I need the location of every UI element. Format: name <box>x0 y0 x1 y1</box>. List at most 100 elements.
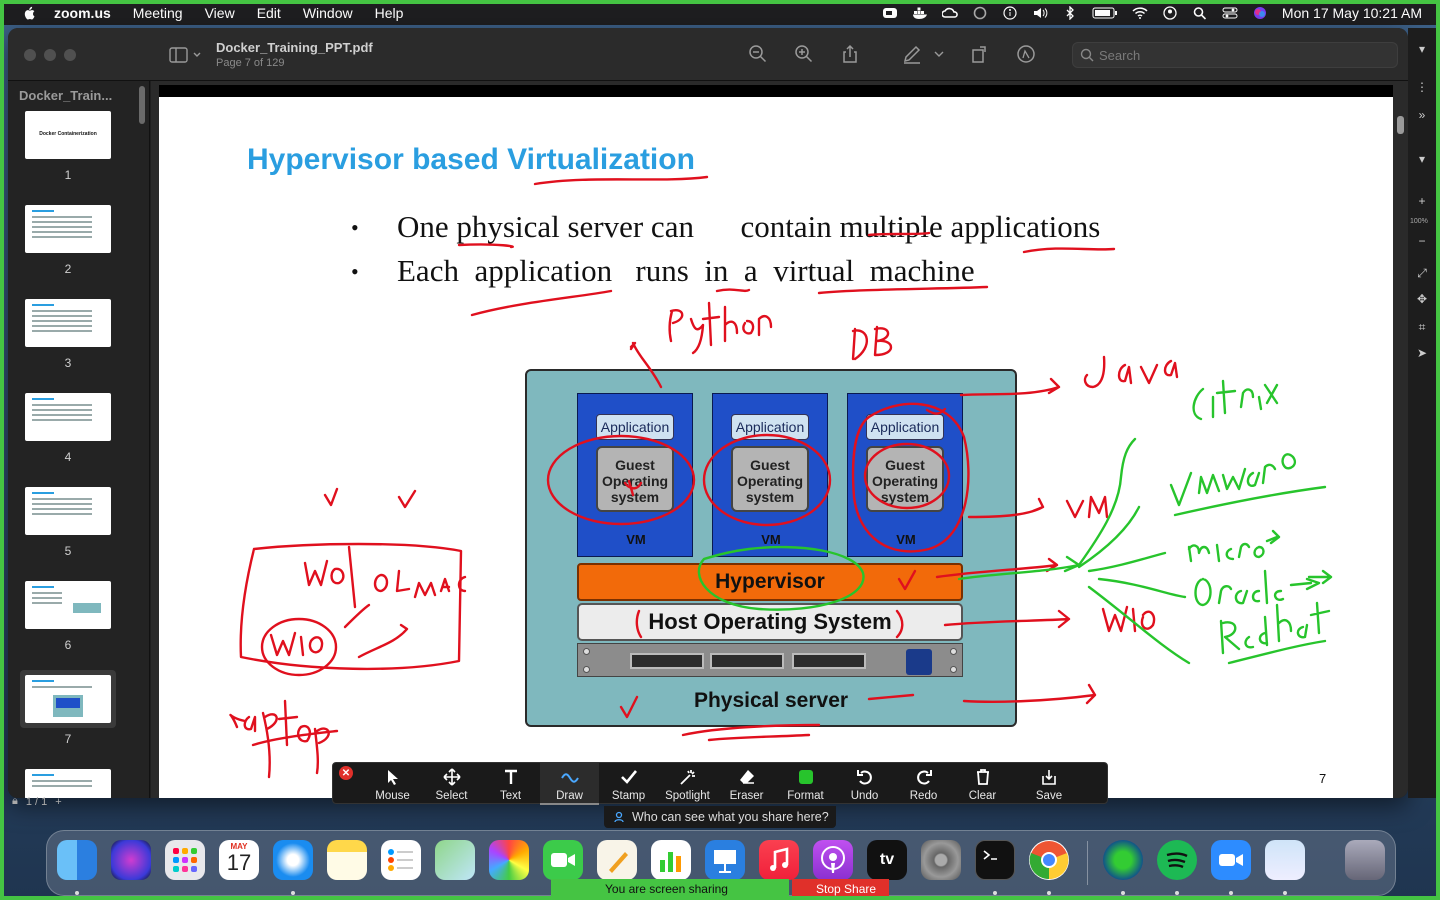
wifi-icon[interactable] <box>1132 6 1148 20</box>
add-page-icon[interactable]: + <box>55 795 62 808</box>
minimize-window-button[interactable] <box>44 49 56 61</box>
markup-pen-icon[interactable] <box>902 44 922 64</box>
menubar-clock[interactable]: Mon 17 May 10:21 AM <box>1281 4 1422 21</box>
menu-window[interactable]: Window <box>302 4 353 21</box>
thumbnail-number: 2 <box>64 262 72 276</box>
facetime-icon[interactable] <box>543 840 583 880</box>
keynote-icon[interactable] <box>705 840 745 880</box>
tool-select[interactable]: Select <box>422 763 481 805</box>
safari-icon[interactable] <box>273 840 313 880</box>
volume-icon[interactable] <box>1032 6 1048 20</box>
thumbnail-page-4[interactable] <box>25 393 111 441</box>
sidebar-toggle-icon[interactable] <box>168 45 204 65</box>
select-area-icon[interactable]: ⌗ <box>1418 320 1426 334</box>
podcasts-icon[interactable] <box>813 840 853 880</box>
terminal-icon[interactable] <box>975 840 1015 880</box>
who-can-see-banner[interactable]: Who can see what you share here? <box>604 806 836 828</box>
maps-icon[interactable] <box>435 840 475 880</box>
search-field[interactable] <box>1072 42 1398 68</box>
stop-share-button[interactable]: Stop Share <box>792 879 889 898</box>
reminders-icon[interactable] <box>381 840 421 880</box>
zoom-in-icon[interactable] <box>794 44 814 64</box>
apple-icon[interactable] <box>18 6 40 20</box>
control-center-icon[interactable] <box>1222 6 1238 20</box>
apple-tv-icon[interactable]: tv <box>867 840 907 880</box>
bluetooth-icon[interactable] <box>1062 5 1078 20</box>
chrome-icon[interactable] <box>1029 840 1069 880</box>
lock-icon[interactable]: 🔒︎ <box>12 795 18 807</box>
tool-text[interactable]: Text <box>481 763 540 805</box>
thumbnail-page-2[interactable] <box>25 205 111 253</box>
thumbnail-page-5[interactable] <box>25 487 111 535</box>
thumbnail-page-8[interactable] <box>25 769 111 798</box>
system-preferences-icon[interactable] <box>921 840 961 880</box>
thumbnail-page-6[interactable] <box>25 581 111 629</box>
zoom-camera-icon[interactable] <box>882 6 898 20</box>
preview-app-icon[interactable] <box>1265 840 1305 880</box>
menu-view[interactable]: View <box>204 4 235 21</box>
dropdown-icon[interactable]: ▾ <box>1418 152 1426 166</box>
tool-clear[interactable]: Clear <box>953 763 1012 805</box>
sync-icon[interactable] <box>972 6 988 20</box>
screen-sharing-indicator[interactable]: You are screen sharing <box>551 879 789 898</box>
tool-save[interactable]: Save <box>1012 763 1086 805</box>
numbers-icon[interactable] <box>651 840 691 880</box>
close-toolbar-button[interactable]: ✕ <box>339 766 353 780</box>
edge-browser-icon[interactable] <box>1103 840 1143 880</box>
zoom-window-button[interactable] <box>64 49 76 61</box>
sidebar-scrollbar[interactable] <box>139 86 145 124</box>
mouse-pointer-icon <box>387 770 398 785</box>
move-view-icon[interactable]: ✥ <box>1416 292 1428 306</box>
zoom-app-icon[interactable] <box>1211 840 1251 880</box>
expand-panel-icon[interactable]: » <box>1418 108 1426 122</box>
battery-icon[interactable] <box>1092 6 1118 20</box>
user-account-icon[interactable] <box>1162 5 1178 20</box>
accessibility-icon[interactable] <box>1002 5 1018 20</box>
menu-app-name[interactable]: zoom.us <box>54 4 111 21</box>
fit-screen-icon[interactable]: ⤢ <box>1417 266 1427 280</box>
document-scrollbar[interactable] <box>1397 116 1404 134</box>
tool-mouse[interactable]: Mouse <box>363 763 422 805</box>
tool-format[interactable]: Format <box>776 763 835 805</box>
creative-cloud-icon[interactable] <box>941 6 958 20</box>
siri-icon[interactable] <box>1252 6 1268 20</box>
tool-eraser[interactable]: Eraser <box>717 763 776 805</box>
tool-draw[interactable]: Draw <box>540 763 599 805</box>
calendar-icon[interactable]: MAY 17 <box>219 840 259 880</box>
document-view[interactable]: Hypervisor based Virtualization • One ph… <box>151 81 1408 798</box>
zoom-plus-icon[interactable]: + <box>1418 194 1426 208</box>
docker-whale-icon[interactable] <box>912 6 928 20</box>
pointer-arrow-icon[interactable]: ➤ <box>1416 346 1428 360</box>
menu-help[interactable]: Help <box>374 4 404 21</box>
annotate-circle-icon[interactable] <box>1016 44 1036 64</box>
thumbnail-page-1[interactable]: Docker Containerization <box>25 111 111 159</box>
tool-undo[interactable]: Undo <box>835 763 894 805</box>
thumbnail-page-3[interactable] <box>25 299 111 347</box>
search-input[interactable] <box>1099 46 1389 64</box>
close-window-button[interactable] <box>24 49 36 61</box>
running-indicator <box>1283 891 1287 895</box>
launchpad-icon[interactable] <box>165 840 205 880</box>
share-icon[interactable] <box>840 44 860 64</box>
tool-stamp[interactable]: Stamp <box>599 763 658 805</box>
tool-redo[interactable]: Redo <box>894 763 953 805</box>
zoom-out-icon[interactable] <box>748 44 768 64</box>
menu-meeting[interactable]: Meeting <box>132 4 183 21</box>
photos-icon[interactable] <box>489 840 529 880</box>
trash-can-icon[interactable] <box>1345 840 1385 880</box>
more-options-icon[interactable]: ⋮ <box>1416 80 1428 94</box>
music-icon[interactable] <box>759 840 799 880</box>
zoom-minus-icon[interactable]: − <box>1418 234 1426 248</box>
menu-edit[interactable]: Edit <box>256 4 281 21</box>
chevron-down-icon[interactable] <box>934 44 944 64</box>
spotify-icon[interactable] <box>1157 840 1197 880</box>
finder-icon[interactable] <box>57 840 97 880</box>
tool-spotlight[interactable]: Spotlight <box>658 763 717 805</box>
pages-icon[interactable] <box>597 840 637 880</box>
chevron-down-circle-icon[interactable]: ▾ <box>1418 42 1426 56</box>
notes-icon[interactable] <box>327 840 367 880</box>
spotlight-search-icon[interactable] <box>1192 6 1208 20</box>
siri-icon[interactable] <box>111 840 151 880</box>
thumbnail-page-7[interactable] <box>25 675 111 723</box>
rotate-icon[interactable] <box>970 44 990 64</box>
